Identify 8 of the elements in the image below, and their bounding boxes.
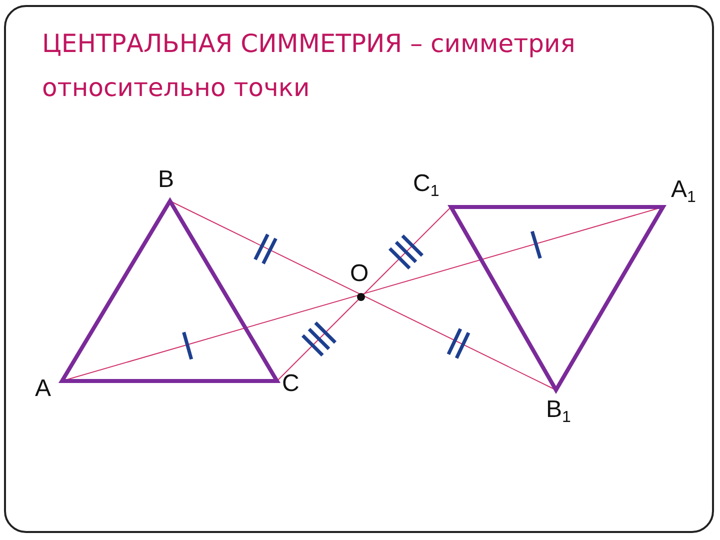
slide-title: ЦЕНТРАЛЬНАЯ СИММЕТРИЯ – симметрия относительно точки [42, 28, 576, 104]
point-label: A [35, 377, 52, 401]
point-label: C [282, 372, 300, 396]
point-label: C$_{1}$ [413, 172, 440, 200]
point-label: B$_{1}$ [546, 398, 571, 426]
point-label: A$_{1}$ [671, 178, 696, 206]
point-label: B [158, 168, 174, 192]
point-label: O [350, 262, 369, 286]
